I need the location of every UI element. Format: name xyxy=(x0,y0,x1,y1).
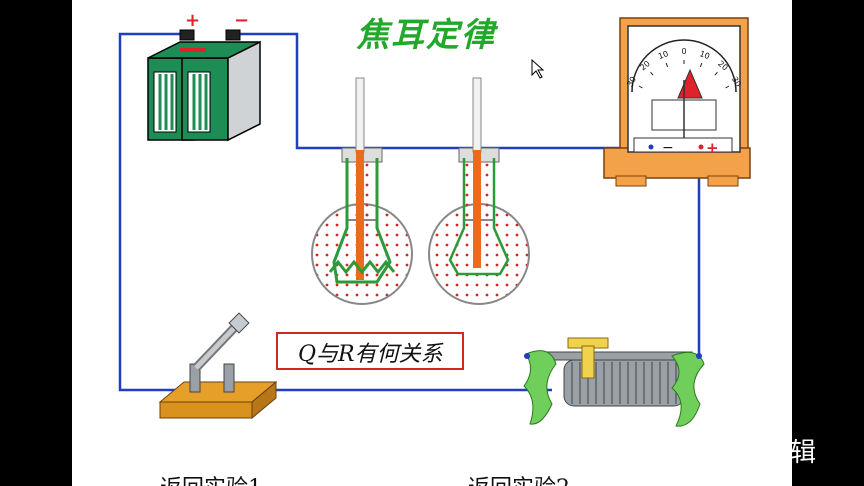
return-experiment-1-button[interactable]: 返回实验1 xyxy=(160,470,262,486)
meter-scale-tick xyxy=(725,85,730,89)
circuit-diagram: + − xyxy=(118,10,751,427)
battery-minus-sign: − xyxy=(234,10,249,31)
question-text: Q与R有何关系 xyxy=(298,342,443,367)
battery-plus-sign: + xyxy=(185,10,200,31)
rheostat xyxy=(523,337,705,427)
meter-scale-label: 30 xyxy=(730,75,743,88)
slide-canvas: + − xyxy=(72,0,792,486)
meter-scale-tick xyxy=(699,62,703,68)
meter-scale-label: 30 xyxy=(625,75,638,88)
mouse-cursor-icon xyxy=(531,58,545,79)
knife-switch xyxy=(158,312,278,420)
meter-scale-tick xyxy=(650,71,654,76)
meter-scale-tick xyxy=(665,62,669,68)
meter-plus-label: + xyxy=(706,139,719,157)
battery xyxy=(147,29,261,142)
meter-scale-label: 10 xyxy=(698,49,711,61)
meter-scale-label: 0 xyxy=(681,47,686,56)
galvanometer: − + xyxy=(603,17,751,187)
side-panel-text: 辑 xyxy=(790,438,817,468)
meter-scale-label: 10 xyxy=(657,49,670,61)
flask-2 xyxy=(428,77,530,305)
flask-1 xyxy=(311,77,413,305)
meter-scale-tick xyxy=(714,71,718,76)
return-experiment-2-button[interactable]: 返回实验2 xyxy=(468,470,570,486)
meter-scale-tick xyxy=(638,85,643,89)
meter-minus-label: − xyxy=(662,140,674,156)
question-box xyxy=(276,332,464,370)
slide-title: 焦耳定律 xyxy=(356,15,496,54)
